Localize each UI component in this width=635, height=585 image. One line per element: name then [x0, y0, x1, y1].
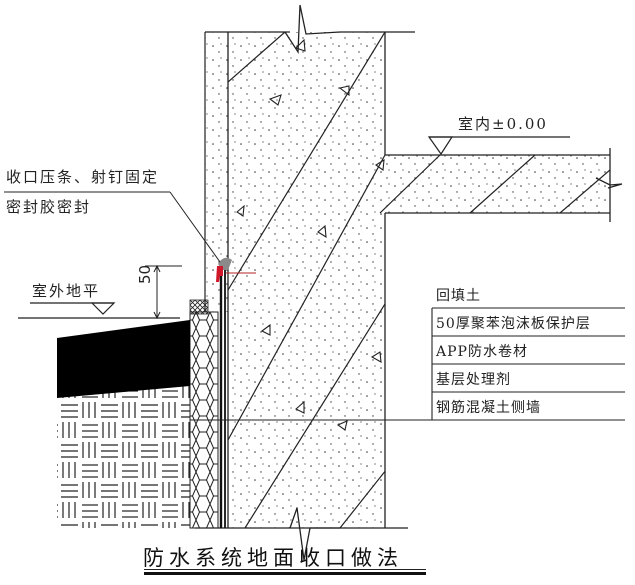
drawing-title: 防水系统地面收口做法: [143, 546, 403, 570]
polystyrene-board: [189, 299, 219, 529]
break-symbols: [284, 4, 623, 561]
legend-item-backfill: 回填土: [436, 288, 481, 304]
indoor-level-label: 室内±0.00: [458, 115, 548, 133]
aggregate-marks: [236, 38, 385, 431]
closure-note-line1: 收口压条、射钉固定: [6, 168, 160, 186]
legend-item-polystyrene: 50厚聚苯泡沫板保护层: [436, 316, 591, 332]
legend-lines: [190, 307, 625, 421]
dimension-50: [145, 264, 182, 320]
title-underline-thin: [144, 569, 426, 570]
indoor-level-marker: [427, 136, 570, 156]
outdoor-grade-label: 室外地平: [32, 282, 101, 300]
title-underline-thick: [144, 572, 426, 575]
waterproof-membrane: [219, 270, 226, 528]
legend-item-concrete-wall: 钢筋混凝土侧墙: [436, 400, 541, 416]
closure-leader: [4, 191, 221, 263]
asphalt-paving: [57, 320, 190, 398]
sealant-capping: [216, 257, 256, 282]
closure-note-line2: 密封胶密封: [6, 198, 92, 216]
outdoor-grade-marker: [18, 302, 180, 319]
legend-item-primer: 基层处理剂: [436, 372, 511, 388]
dimension-value: 50: [136, 264, 154, 284]
upper-protection-layer: [204, 32, 228, 312]
legend-item-app-membrane: APP防水卷材: [436, 344, 528, 360]
concrete-wall: [195, 31, 611, 529]
